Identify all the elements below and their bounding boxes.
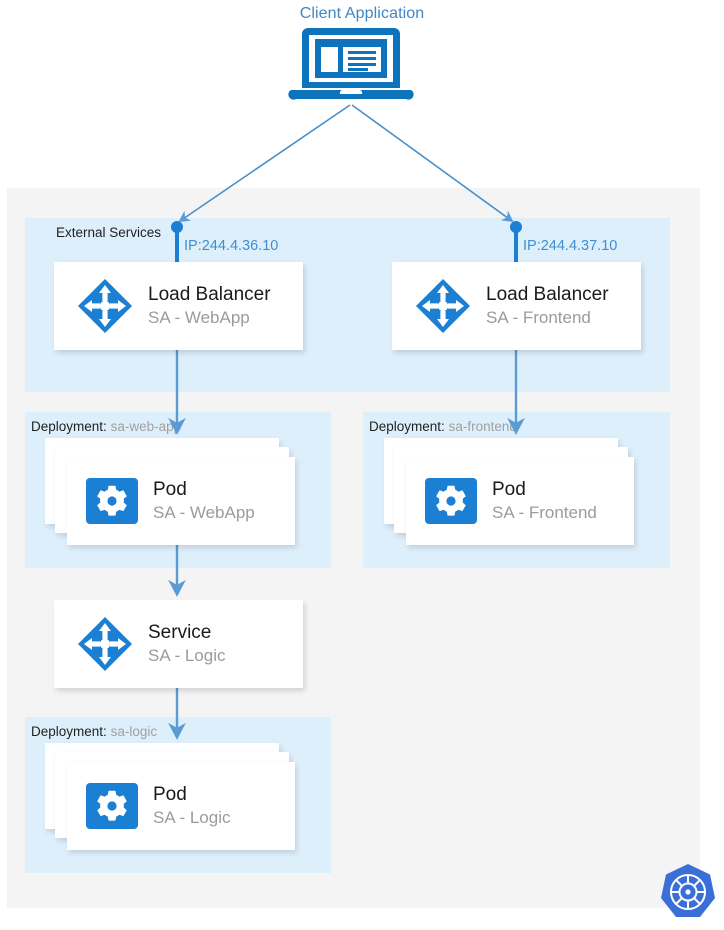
group-label-external-services: External Services (56, 225, 161, 240)
pod-front-card[interactable]: Pod SA - WebApp (67, 457, 295, 545)
node-subtitle: SA - Frontend (486, 307, 591, 327)
node-title: Pod (492, 479, 526, 501)
load-balancer-icon (76, 277, 134, 335)
node-title: Pod (153, 784, 187, 806)
node-card-service-logic[interactable]: Service SA - Logic (54, 600, 303, 688)
group-label-deployment-sa-web-app: Deployment: sa-web-app (31, 419, 181, 434)
node-title: Load Balancer (148, 284, 271, 306)
page-title: Client Application (299, 5, 425, 22)
ip-label-lb-frontend: IP:244.4.37.10 (523, 238, 618, 254)
pod-gear-icon (422, 472, 480, 530)
node-card-load-balancer-frontend[interactable]: Load Balancer SA - Frontend (392, 262, 641, 350)
node-title: Load Balancer (486, 284, 609, 306)
node-card-text: Load Balancer SA - WebApp (148, 283, 271, 329)
ip-label-lb-webapp: IP:244.4.36.10 (184, 238, 279, 254)
pod-front-card[interactable]: Pod SA - Logic (67, 762, 295, 850)
node-subtitle: SA - Logic (148, 645, 226, 665)
group-label-soft: sa-web-app (110, 419, 182, 434)
group-label-strong: Deployment: (31, 419, 107, 434)
node-subtitle: SA - WebApp (153, 502, 255, 522)
node-card-pod-frontend[interactable]: Pod SA - Frontend (384, 438, 634, 546)
node-card-text: Service SA - Logic (148, 621, 226, 667)
pod-gear-icon (83, 472, 141, 530)
group-label-soft: sa-logic (110, 724, 158, 739)
service-icon (76, 615, 134, 673)
group-label-strong: Deployment: (31, 724, 107, 739)
group-label-soft: sa-frontend (448, 419, 517, 434)
group-label-strong: Deployment: (369, 419, 445, 434)
pod-gear-icon (83, 777, 141, 835)
node-title: Service (148, 622, 212, 644)
group-label-deployment-sa-logic: Deployment: sa-logic (31, 724, 157, 739)
node-subtitle: SA - Frontend (492, 502, 597, 522)
node-card-pod-logic[interactable]: Pod SA - Logic (45, 743, 295, 851)
node-card-text: Load Balancer SA - Frontend (486, 283, 609, 329)
node-title: Pod (153, 479, 187, 501)
node-subtitle: SA - WebApp (148, 307, 250, 327)
node-subtitle: SA - Logic (153, 807, 231, 827)
node-card-text: Pod SA - Logic (153, 783, 231, 829)
pod-front-card[interactable]: Pod SA - Frontend (406, 457, 634, 545)
node-card-text: Pod SA - Frontend (492, 478, 597, 524)
load-balancer-icon (414, 277, 472, 335)
laptop-icon (288, 28, 414, 108)
node-card-text: Pod SA - WebApp (153, 478, 255, 524)
group-label-deployment-sa-frontend: Deployment: sa-frontend (369, 419, 517, 434)
node-card-load-balancer-webapp[interactable]: Load Balancer SA - WebApp (54, 262, 303, 350)
node-card-pod-webapp[interactable]: Pod SA - WebApp (45, 438, 295, 546)
group-label-strong: External Services (56, 225, 162, 240)
kubernetes-logo (657, 862, 719, 924)
